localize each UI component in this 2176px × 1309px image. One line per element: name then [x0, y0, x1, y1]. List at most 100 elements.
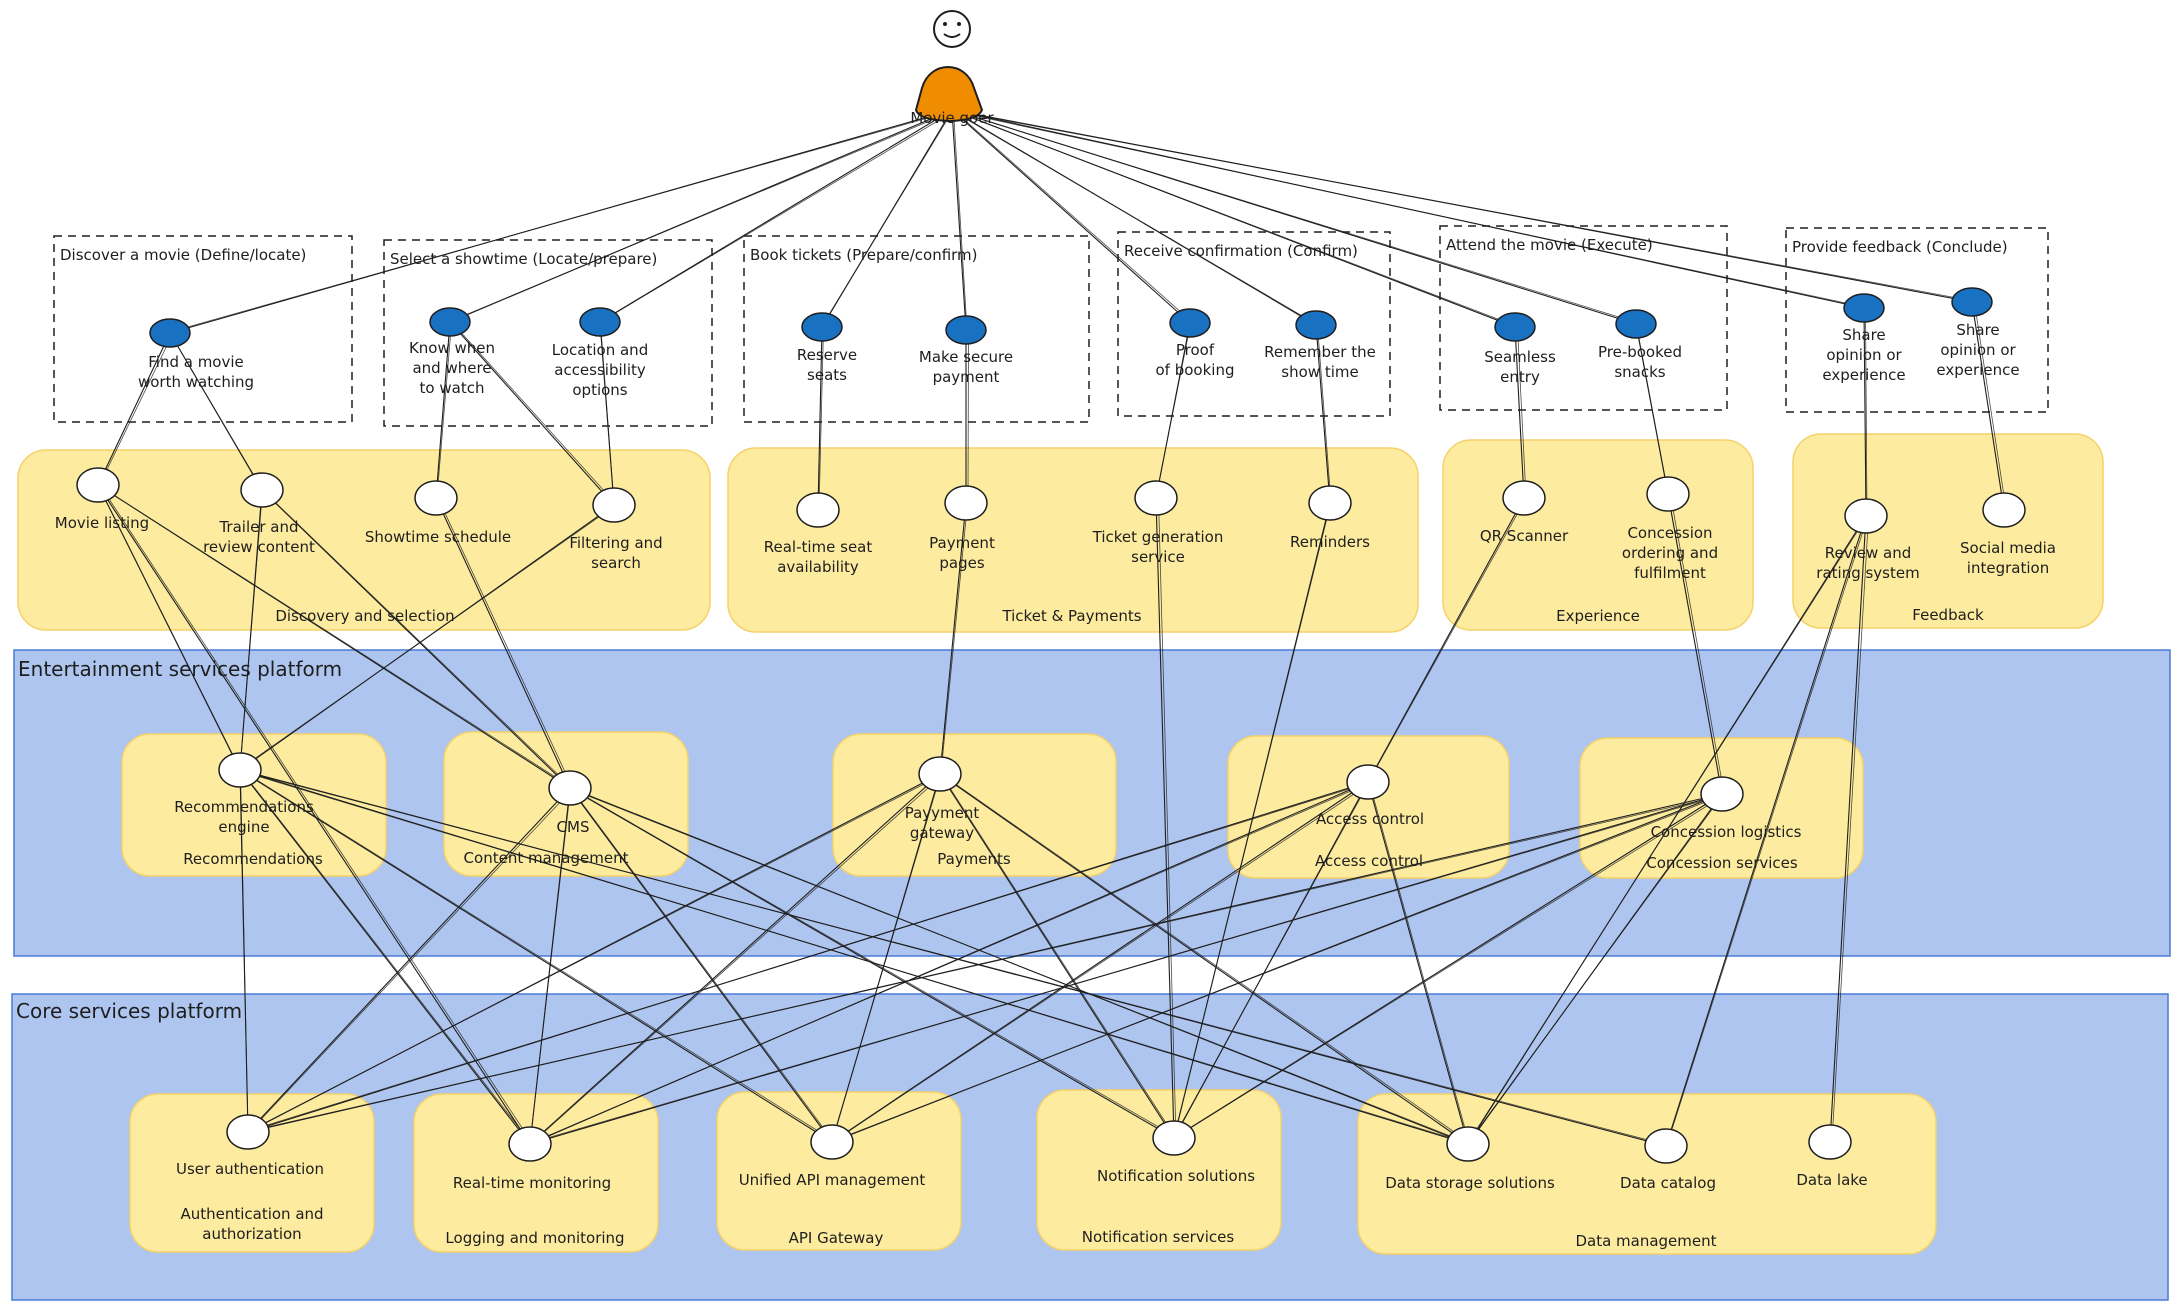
capability-label-showtime_schedule: Showtime schedule [365, 528, 511, 546]
core-node-label-data_storage: Data storage solutions [1385, 1174, 1555, 1192]
component-node-data_lake[interactable] [1808, 1124, 1852, 1160]
connection-pay_gw-rt_monitor [529, 773, 943, 1145]
connection-access_ctrl-rt_monitor [529, 781, 1370, 1145]
component-node-cms[interactable] [548, 770, 592, 806]
journey-step-dot-proof[interactable] [1169, 308, 1211, 338]
component-node-ticket_gen[interactable] [1134, 480, 1178, 516]
capability-group-label: Experience [1556, 607, 1640, 625]
capability-group-discovery [17, 449, 711, 631]
component-node-rec_engine[interactable] [218, 752, 262, 788]
connection-conc_logistics-data_storage [1467, 793, 1723, 1145]
connection-seamless-qr [1514, 326, 1527, 499]
journey-stage-title: Provide feedback (Conclude) [1792, 238, 2008, 256]
component-node-conc_logistics[interactable] [1700, 776, 1744, 812]
connection-ticket_gen-notif_sol [1155, 497, 1177, 1139]
component-node-payment_pages[interactable] [944, 485, 988, 521]
journey-stage-title: Book tickets (Prepare/confirm) [750, 246, 978, 264]
component-node-notif_sol[interactable] [1152, 1120, 1196, 1156]
actor-eye-right-icon [957, 22, 961, 26]
core-node-label-rt_monitor: Real-time monitoring [453, 1174, 611, 1192]
component-node-concession_order[interactable] [1646, 476, 1690, 512]
journey-step-dot-location_access[interactable] [579, 307, 621, 337]
connection-cms-user_auth [247, 787, 573, 1133]
connection-pay_gw-user_auth [247, 773, 942, 1133]
component-node-social[interactable] [1982, 492, 2026, 528]
journey-step-dot-prebooked[interactable] [1615, 309, 1657, 339]
entertainment-service-recommendations [121, 733, 387, 877]
component-node-rt_monitor[interactable] [508, 1126, 552, 1162]
journey-step-dot-find_movie[interactable] [149, 318, 191, 348]
connection-trailer-cms [261, 489, 572, 789]
connection-reserve-seat_avail [817, 326, 824, 511]
connection-actor-prebooked [951, 109, 1639, 325]
core-node-label-unified_api: Unified API management [739, 1171, 926, 1189]
component-node-user_auth[interactable] [226, 1114, 270, 1150]
component-node-filtering[interactable] [592, 487, 636, 523]
connection-conc_logistics-notif_sol [1173, 793, 1725, 1139]
component-node-data_catalog[interactable] [1644, 1128, 1688, 1164]
component-node-unified_api[interactable] [810, 1124, 854, 1160]
connection-actor-proof [951, 109, 1193, 324]
entertainment-service-access [1227, 735, 1510, 879]
journey-step-dot-secure_pay[interactable] [945, 315, 987, 345]
capability-label-qr: QR Scanner [1480, 527, 1569, 545]
core-node-label-notif_sol: Notification solutions [1097, 1167, 1255, 1185]
component-node-access_ctrl[interactable] [1346, 764, 1390, 800]
journey-stage-feedback [1785, 227, 2049, 413]
core-service-label: Data management [1575, 1232, 1716, 1250]
component-node-seat_avail[interactable] [796, 492, 840, 528]
entertainment-platform-title: Entertainment services platform [18, 657, 342, 681]
actor-head-icon [933, 10, 971, 48]
journey-stage-discover [53, 235, 353, 423]
component-node-qr[interactable] [1502, 480, 1546, 516]
entertainment-service-label: Content management [464, 849, 629, 867]
connection-rec_engine-user_auth [239, 769, 249, 1133]
connection-know_when-filtering [449, 321, 617, 506]
connection-reminders-notif_sol [1173, 502, 1331, 1139]
connection-remember-reminders [1315, 324, 1332, 504]
actor-mouth-icon [943, 33, 961, 38]
journey-step-dot-share2[interactable] [1951, 287, 1993, 317]
journey-step-dot-share1[interactable] [1843, 293, 1885, 323]
nodes [76, 287, 2026, 1164]
core-service-label: API Gateway [789, 1229, 884, 1247]
core-service-notify [1036, 1089, 1282, 1251]
service-node-label-conc_logistics: Concession logistics [1651, 823, 1802, 841]
connection-prebooked-concession_order [1635, 323, 1669, 495]
connection-access_ctrl-user_auth [247, 781, 1369, 1133]
component-node-review[interactable] [1844, 498, 1888, 534]
component-node-showtime_schedule[interactable] [414, 480, 458, 516]
connection-actor-share1 [951, 109, 1865, 309]
journey-step-dot-remember[interactable] [1295, 310, 1337, 340]
component-node-data_storage[interactable] [1446, 1126, 1490, 1162]
journey-stage-title: Attend the movie (Execute) [1446, 236, 1653, 254]
component-node-pay_gw[interactable] [918, 756, 962, 792]
connection-access_ctrl-data_storage [1367, 781, 1470, 1145]
service-node-label-cms: CMS [557, 818, 590, 836]
journey-stage-title: Discover a movie (Define/locate) [60, 246, 306, 264]
component-node-movie_listing[interactable] [76, 467, 120, 503]
journey-step-dot-know_when[interactable] [429, 307, 471, 337]
connection-movie_listing-rt_monitor [97, 484, 533, 1145]
connection-location_access-filtering [599, 321, 615, 506]
connection-access_ctrl-unified_api [831, 781, 1371, 1143]
connection-movie_listing-cms [97, 484, 572, 789]
journey-step-dot-seamless[interactable] [1494, 312, 1536, 342]
component-node-trailer[interactable] [240, 472, 284, 508]
connection-review-data_catalog [1665, 515, 1868, 1147]
connection-conc_logistics-user_auth [247, 793, 1725, 1133]
connection-payment_pages-pay_gw [939, 502, 968, 775]
component-node-reminders[interactable] [1308, 485, 1352, 521]
connection-actor-location_access [599, 109, 955, 323]
journey-step-dot-reserve[interactable] [801, 312, 843, 342]
entertainment-service-label: Recommendations [183, 850, 323, 868]
connection-trailer-rec_engine [239, 489, 263, 771]
